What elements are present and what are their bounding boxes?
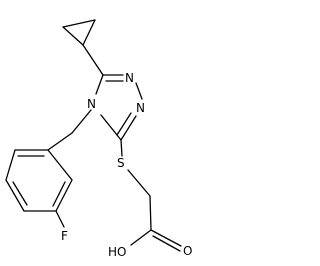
bond <box>55 179 73 212</box>
bond <box>95 74 104 95</box>
cyclopropyl-ring <box>62 19 96 46</box>
bond <box>12 181 28 206</box>
atom-label-sulfur: S <box>117 156 125 170</box>
bond <box>130 229 152 246</box>
atom-label-hydroxyl: HO <box>108 245 126 259</box>
bond <box>5 179 25 212</box>
atom-label-fluorine: F <box>61 229 68 243</box>
bond <box>62 19 96 28</box>
bond <box>55 210 65 228</box>
bond <box>100 114 122 141</box>
bond <box>149 195 152 231</box>
triazole-ring <box>95 74 143 141</box>
bond <box>152 235 181 252</box>
fluorophenyl-ring <box>5 149 73 212</box>
bond <box>62 26 84 46</box>
bond <box>52 181 66 207</box>
bond <box>127 169 151 197</box>
bond <box>120 115 137 141</box>
bond <box>150 229 182 247</box>
atom-label-n-top: N <box>125 71 134 85</box>
bond <box>116 112 132 136</box>
bond <box>82 44 104 76</box>
bond <box>82 19 96 46</box>
atom-label-carbonyl-oxygen: O <box>183 244 192 258</box>
molecule-structure: N N N S F HO O <box>5 19 192 259</box>
bond <box>5 149 16 181</box>
atom-label-n-right: N <box>136 101 145 115</box>
bond <box>120 139 123 157</box>
bond <box>135 82 143 100</box>
bond <box>71 109 92 134</box>
bond <box>47 132 73 151</box>
bond <box>47 149 73 181</box>
atom-label-n-ring: N <box>87 97 96 111</box>
